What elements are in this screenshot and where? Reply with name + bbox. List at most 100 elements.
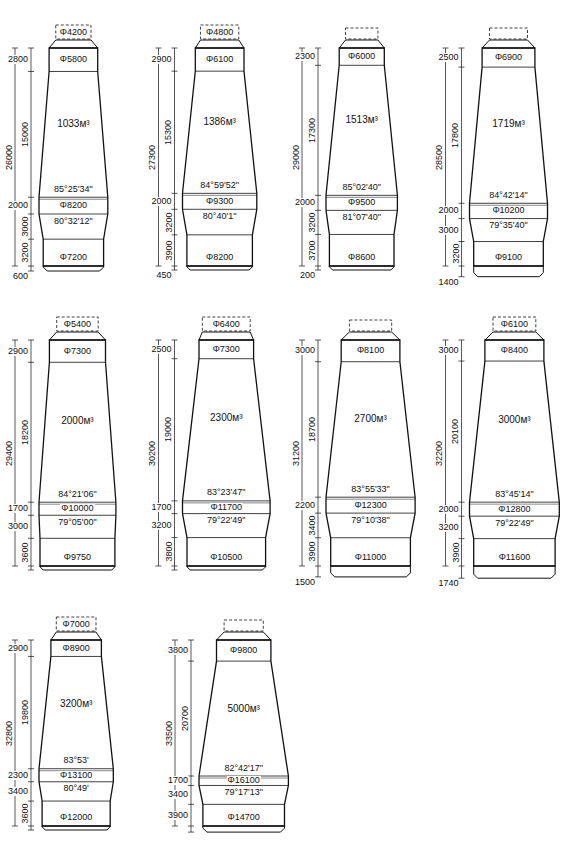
- furnace-outline: [183, 340, 271, 566]
- bottom-dimension: 450: [155, 271, 172, 280]
- drawing-line: [15, 48, 16, 266]
- drawing-line: [174, 266, 175, 270]
- drawing-line: [28, 640, 34, 641]
- drawing-line: [40, 538, 115, 539]
- height-dimension: 3000: [294, 346, 316, 355]
- throat-diameter: Φ6100: [205, 55, 234, 64]
- shaft-angle: 83°55'33": [350, 485, 391, 494]
- furnace-outline: [329, 266, 394, 270]
- height-dimension: 3900: [167, 811, 189, 820]
- total-height: 26000: [5, 143, 14, 170]
- hearth-diameter: Φ7200: [59, 253, 88, 262]
- drawing-line: [315, 361, 321, 362]
- top-diameter: Φ6100: [500, 320, 529, 329]
- drawing-line: [459, 48, 465, 49]
- drawing-line: [187, 234, 252, 235]
- height-dimension: 2000: [7, 201, 29, 210]
- height-dimension: 3800: [165, 541, 174, 563]
- height-dimension: 3200: [165, 211, 174, 233]
- shaft-angle: 84°59'52": [199, 181, 240, 190]
- furnace-outline: [217, 632, 271, 640]
- drawing-line: [31, 340, 32, 566]
- drawing-line: [216, 661, 270, 662]
- height-dimension: 18700: [308, 416, 317, 443]
- drawing-line: [172, 358, 178, 359]
- belly-diameter: Φ9300: [205, 197, 234, 206]
- furnace-outline: [199, 640, 288, 826]
- drawing-line: [315, 497, 321, 498]
- drawing-line: [43, 239, 103, 240]
- drawing-line: [156, 566, 162, 567]
- furnace-outline: [39, 48, 108, 266]
- bosh-angle: 81°07'40": [341, 213, 382, 222]
- total-height: 32800: [5, 719, 14, 746]
- drawing-line: [188, 804, 194, 805]
- throat-diameter: Φ6000: [347, 52, 376, 61]
- drawing-line: [12, 640, 18, 641]
- throat-diameter: Φ8400: [500, 346, 529, 355]
- height-dimension: 3000: [21, 216, 30, 238]
- height-dimension: 3000: [437, 346, 459, 355]
- height-dimension: 1700: [7, 504, 29, 513]
- bosh-angle: 80°49': [62, 784, 89, 793]
- top-diameter: Φ7000: [62, 620, 91, 629]
- hearth-diameter: Φ12000: [59, 813, 93, 822]
- height-dimension: 19800: [21, 699, 30, 726]
- drawing-line: [31, 566, 32, 570]
- height-dimension: 3400: [308, 514, 317, 536]
- height-dimension: 3800: [167, 646, 189, 655]
- charging-box: [56, 25, 91, 39]
- bottom-dimension: 1400: [437, 278, 459, 287]
- drawing-line: [299, 566, 305, 567]
- drawing-line: [28, 197, 34, 198]
- total-height: 29000: [292, 143, 301, 170]
- belly-diameter: Φ13100: [59, 771, 93, 780]
- drawing-line: [199, 358, 254, 359]
- height-dimension: 3900: [308, 541, 317, 563]
- drawing-line: [28, 538, 34, 539]
- drawing-line: [318, 266, 319, 270]
- belly-diameter: Φ16100: [227, 776, 261, 785]
- shaft-angle: 85°25'34": [53, 185, 94, 194]
- height-dimension: 3000: [437, 226, 459, 235]
- furnace-outline: [470, 48, 548, 266]
- drawing-line: [203, 804, 285, 805]
- charging-box: [57, 317, 99, 331]
- drawing-line: [326, 513, 415, 514]
- drawing-line: [49, 71, 98, 72]
- height-dimension: 3200: [437, 523, 459, 532]
- drawing-line: [302, 48, 303, 266]
- drawing-line: [461, 566, 462, 578]
- hearth-diameter: Φ10500: [209, 553, 243, 562]
- drawing-line: [329, 234, 394, 235]
- total-height: 32200: [436, 439, 445, 466]
- height-dimension: 2900: [7, 347, 29, 356]
- drawing-line: [28, 781, 34, 782]
- drawing-line: [28, 239, 34, 240]
- working-volume: 5000м³: [226, 704, 260, 714]
- drawing-line: [156, 340, 162, 341]
- furnace-outline: [49, 332, 105, 340]
- drawing-line: [461, 48, 462, 266]
- height-dimension: 3000: [7, 522, 29, 531]
- charging-box: [345, 28, 377, 39]
- bottom-dimension: 1500: [294, 578, 316, 587]
- charging-box: [224, 620, 263, 631]
- throat-diameter: Φ8100: [356, 346, 385, 355]
- bosh-angle: 80°40'1": [202, 212, 238, 221]
- drawing-line: [31, 826, 32, 830]
- height-dimension: 3400: [7, 787, 29, 796]
- total-height: 33500: [165, 719, 174, 746]
- drawing-line: [326, 497, 415, 498]
- furnace-outline: [187, 566, 266, 570]
- height-dimension: 1700: [150, 503, 172, 512]
- bosh-angle: 79°17'13": [223, 788, 264, 797]
- drawing-line: [42, 801, 110, 802]
- hearth-diameter: Φ9100: [494, 253, 523, 262]
- drawing-line: [443, 340, 449, 341]
- drawing-line: [470, 203, 548, 204]
- drawing-line: [15, 640, 16, 826]
- working-volume: 3000м³: [497, 415, 531, 425]
- drawing-line: [39, 214, 108, 215]
- total-height: 29400: [5, 439, 14, 466]
